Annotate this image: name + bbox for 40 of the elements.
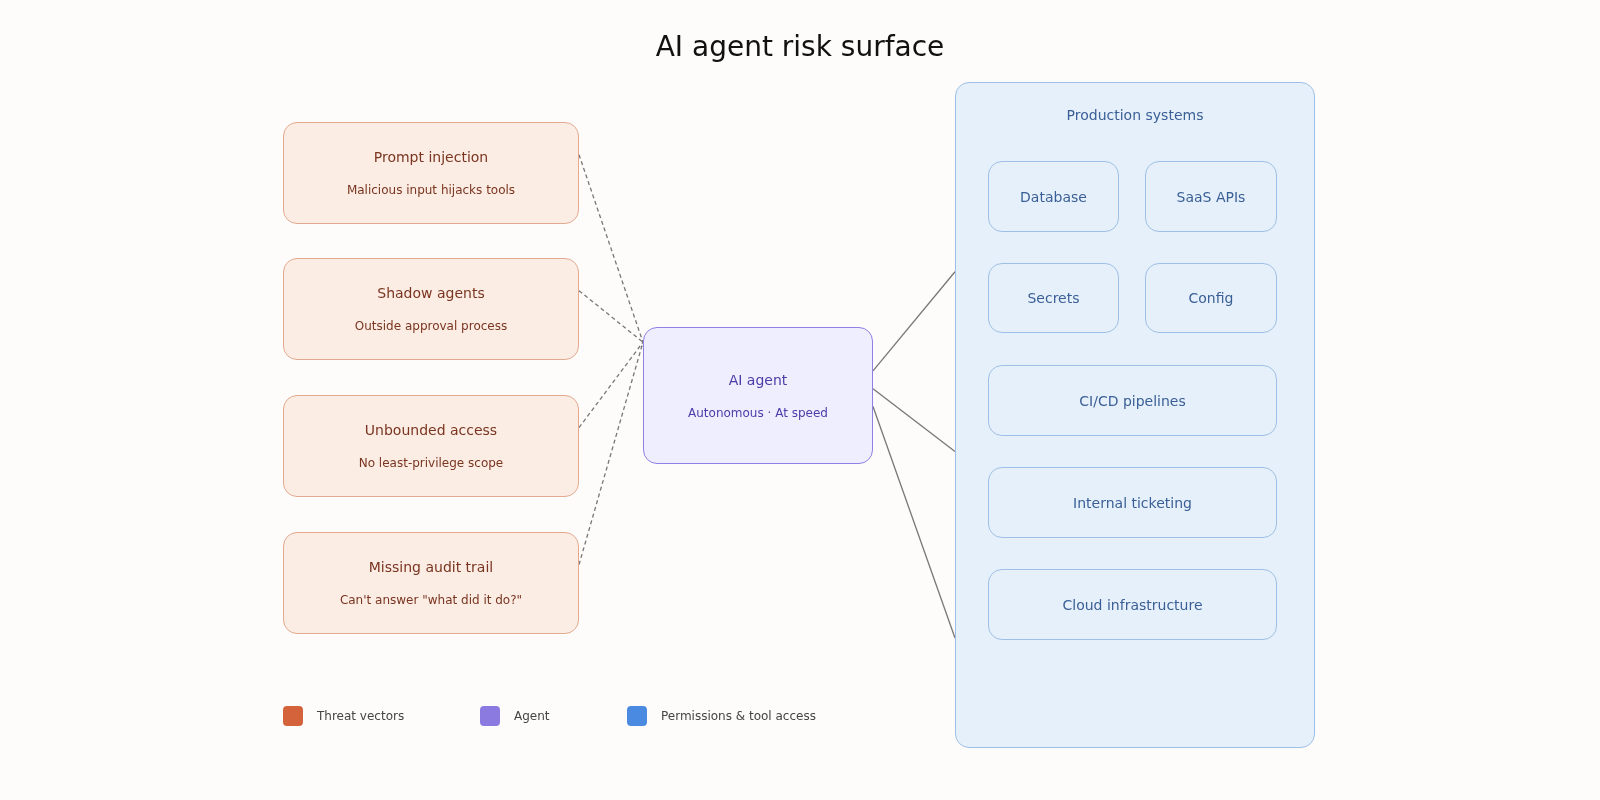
system-box [1145,161,1277,232]
connector-line [872,271,956,372]
system-box [988,569,1277,640]
node-title: Unbounded access [364,422,498,438]
connector-line [872,388,956,453]
system-box [988,467,1277,538]
legend-label: Permissions & tool access [661,709,816,723]
dashed-connector [578,341,644,429]
agent-box [643,327,873,464]
node-description: Can't answer "what did it do?" [339,593,523,607]
legend-label: Agent [514,709,550,723]
node-description: Outside approval process [354,319,508,333]
node-title: Secrets [1027,290,1080,306]
node-title: Prompt injection [373,149,489,165]
node-description: Autonomous · At speed [688,405,828,420]
connector-line [872,405,956,639]
threat-box [283,122,579,224]
node-description: No least-privilege scope [358,456,504,470]
system-box [1145,263,1277,333]
node-title: Shadow agents [377,285,485,301]
node-title: Production systems [1066,107,1204,123]
node-title: Cloud infrastructure [1062,596,1203,613]
system-box [988,263,1119,333]
diagram-title: AI agent risk surface [654,30,946,63]
node-description: Malicious input hijacks tools [346,183,516,197]
threat-box [283,258,579,360]
dashed-connector [578,290,644,343]
legend-label: Threat vectors [317,709,405,723]
system-box [988,161,1119,232]
node-title: AI agent [728,371,788,388]
node-title: Missing audit trail [368,559,494,575]
node-title: CI/CD pipelines [1079,392,1186,409]
node-title: Config [1188,290,1234,306]
node-title: SaaS APIs [1176,188,1246,205]
threat-box [283,532,579,634]
system-panel [955,82,1315,748]
system-box [988,365,1277,436]
node-title: Database [1020,188,1087,205]
threat-box [283,395,579,497]
node-title: Internal ticketing [1073,494,1192,511]
